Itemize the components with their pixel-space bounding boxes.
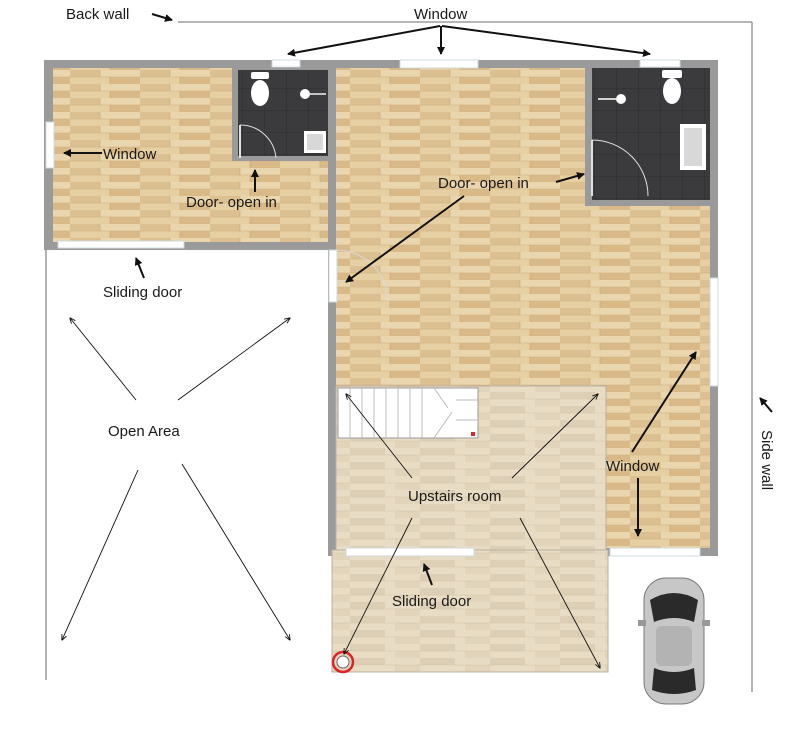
arrow-window-top-left	[287, 25, 441, 57]
annotation-arrows	[62, 13, 773, 668]
main-entry-door-swing	[335, 249, 389, 303]
main-entry-door-opening	[328, 249, 338, 303]
arrow-sliding-door-bottom	[422, 563, 433, 586]
location-marker-icon	[331, 650, 355, 674]
arrow-upstairs-se	[519, 517, 600, 668]
boundary-lines	[45, 21, 753, 692]
label-window-left: Window	[103, 146, 157, 163]
arrow-window-right-up	[631, 351, 697, 453]
label-upstairs-room: Upstairs room	[408, 488, 501, 505]
stair-icon	[337, 387, 479, 439]
toilet-icon	[251, 72, 269, 106]
lower-patio	[331, 547, 609, 673]
label-back-wall: Back wall	[66, 6, 129, 23]
sliding-door-bottom-opening	[345, 547, 475, 557]
arrow-side-wall	[759, 397, 773, 413]
window-bathroom-left-opening	[271, 59, 301, 68]
sliding-door-left-opening	[57, 240, 185, 249]
arrow-open-area-nw	[70, 318, 137, 401]
bathroom-right-door-swing	[591, 139, 649, 197]
label-window-right: Window	[606, 458, 660, 475]
text-labels: Back wall Window Window Door- open in Do…	[66, 6, 775, 610]
arrow-open-area-sw	[62, 469, 139, 640]
window-left-opening	[45, 121, 55, 169]
toilet-icon	[662, 70, 682, 104]
arrow-door-large-right	[555, 172, 585, 183]
arrow-open-area-se	[181, 463, 290, 640]
arrow-sliding-door-left	[134, 257, 145, 279]
bathroom-left-door-swing	[239, 124, 277, 159]
arrow-open-area-ne	[177, 318, 290, 401]
arrow-upstairs-ne	[511, 394, 598, 479]
upstairs-room	[335, 385, 607, 551]
basin-icon	[680, 124, 706, 170]
window-right-opening	[709, 277, 719, 387]
room-left	[44, 59, 338, 250]
arrow-back-wall	[151, 13, 173, 22]
shower-icon	[300, 89, 326, 99]
label-side-wall: Side wall	[758, 430, 775, 490]
label-door-open-in-large: Door- open in	[438, 175, 529, 192]
arrow-window-top-right	[441, 25, 651, 58]
label-door-open-in-small: Door- open in	[186, 194, 277, 211]
arrow-upstairs-sw	[344, 517, 413, 654]
label-window-top: Window	[414, 6, 468, 23]
shower-icon	[598, 94, 626, 104]
window-bottom-right-opening	[609, 547, 701, 557]
window-top-center-opening	[399, 59, 479, 69]
label-open-area: Open Area	[108, 423, 180, 440]
arrow-door-large-left	[345, 195, 465, 283]
window-top-right-opening	[639, 59, 681, 68]
label-sliding-door-bottom: Sliding door	[392, 593, 471, 610]
car-icon	[638, 577, 710, 705]
arrow-upstairs-nw	[346, 394, 413, 479]
lower-patio-floor	[331, 549, 609, 673]
basin-icon	[304, 131, 326, 153]
label-sliding-door-left: Sliding door	[103, 284, 182, 301]
